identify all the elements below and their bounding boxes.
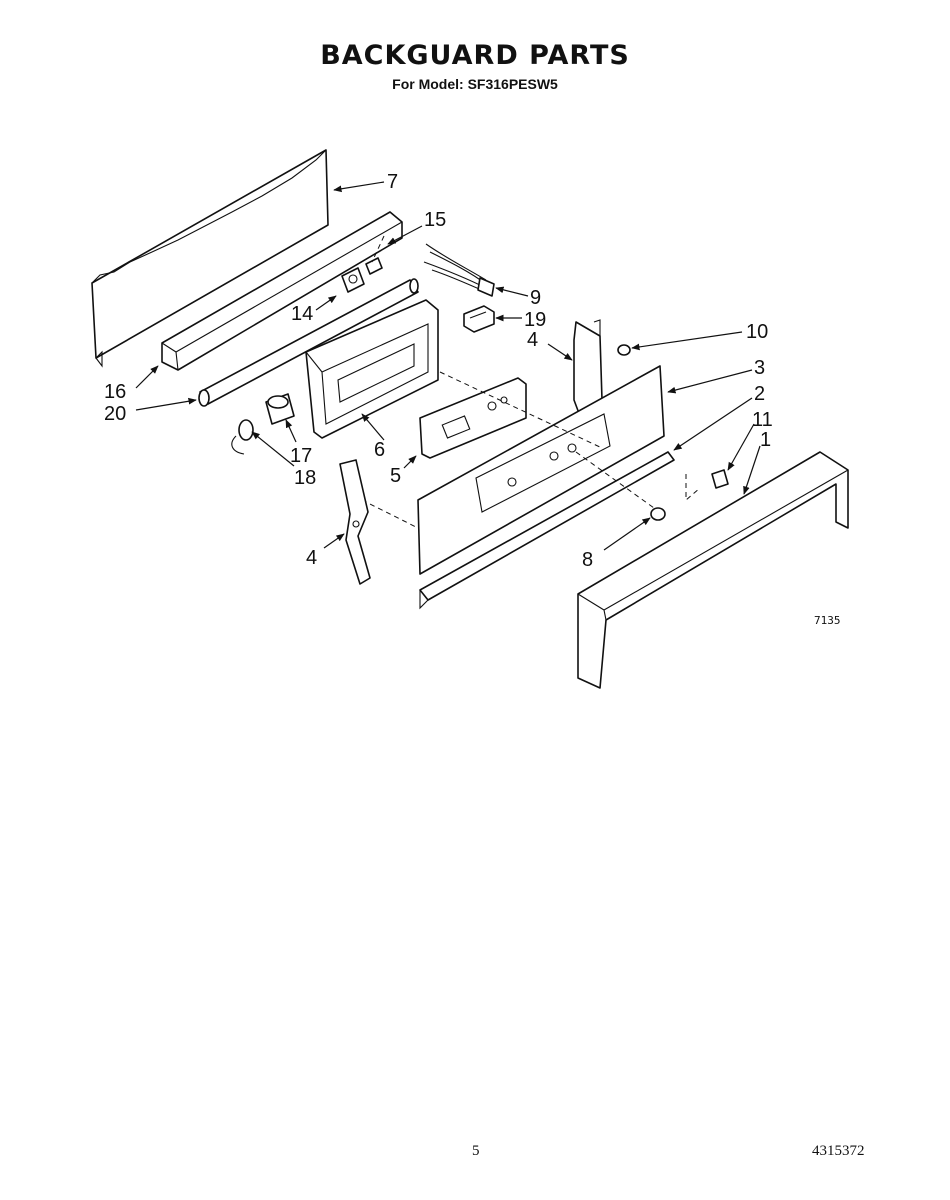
callout-19: 19	[524, 309, 546, 331]
part-3-control-panel	[361, 365, 665, 575]
callout-16: 16	[104, 381, 126, 403]
part-8-knob	[575, 451, 666, 521]
part-1-backguard-cover	[577, 451, 849, 689]
callout-10: 10	[746, 321, 768, 343]
callout-4-left: 4	[306, 547, 317, 569]
part-6-lamp-housing	[305, 299, 439, 439]
part-15-lamp-holder	[365, 235, 385, 275]
part-16-trim-channel	[161, 211, 403, 371]
callout-14: 14	[291, 303, 313, 325]
callout-20: 20	[104, 403, 126, 425]
part-5-clock-timer	[419, 377, 527, 459]
part-10-clip	[617, 344, 631, 356]
page-title: BACKGUARD PARTS	[320, 40, 630, 71]
callout-11: 11	[752, 409, 773, 431]
callout-labels: 7 15 14 9 19 4 10 3 2 11 1 16 20 17 18 6…	[104, 171, 773, 571]
callout-9: 9	[530, 287, 541, 309]
callout-15: 15	[424, 209, 446, 231]
callout-17: 17	[290, 445, 312, 467]
callout-5: 5	[390, 465, 401, 487]
figure-number: 7135	[814, 614, 841, 627]
callout-8: 8	[582, 549, 593, 571]
leader-lines	[135, 181, 761, 551]
part-17-socket-body	[265, 393, 295, 425]
callout-18: 18	[294, 467, 316, 489]
model-subtitle: For Model: SF316PESW5	[392, 76, 558, 92]
part-19-starter	[463, 305, 495, 333]
part-14-lamp-holder	[341, 267, 365, 293]
part-11-clip	[685, 469, 729, 502]
part-18-socket-ring	[231, 419, 254, 455]
part-4-side-bracket-left	[339, 459, 371, 585]
callout-4-right: 4	[527, 329, 538, 351]
callout-1: 1	[760, 429, 771, 451]
part-20-fluorescent-tube	[198, 278, 419, 407]
part-9-wire-harness	[423, 243, 495, 297]
callout-6: 6	[374, 439, 385, 461]
document-number: 4315372	[812, 1143, 865, 1159]
part-7-rear-panel	[91, 149, 329, 368]
callout-7: 7	[387, 171, 398, 193]
callout-3: 3	[754, 357, 765, 379]
page-number: 5	[472, 1143, 480, 1159]
part-2-lower-trim	[419, 451, 675, 610]
callout-2: 2	[754, 383, 765, 405]
